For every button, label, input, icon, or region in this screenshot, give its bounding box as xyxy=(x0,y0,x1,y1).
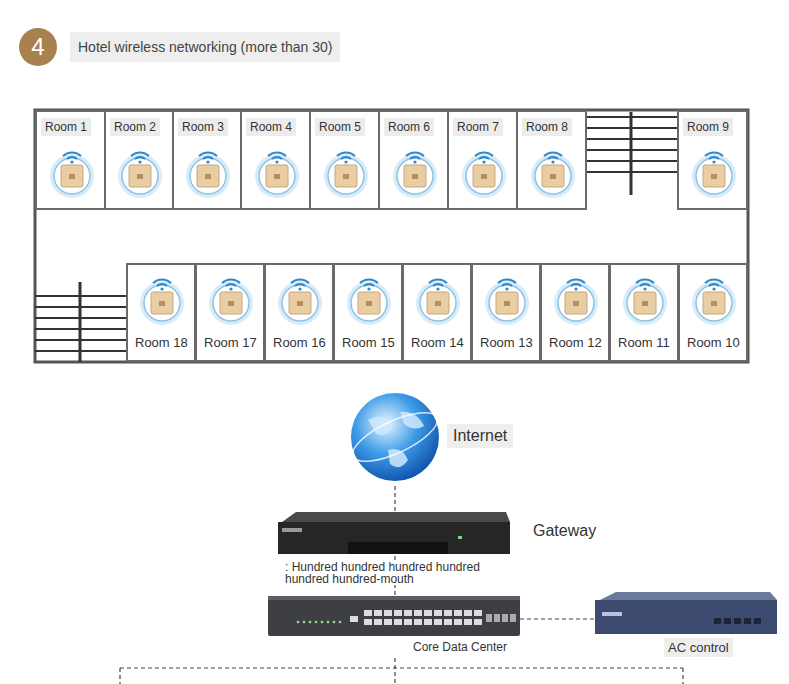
node-text: Room 7 xyxy=(453,118,503,136)
node-text: Room 16 xyxy=(269,333,330,352)
dashed-link xyxy=(520,618,594,619)
room-box: Room 7 xyxy=(447,110,518,210)
node-text: Room 14 xyxy=(407,333,468,352)
node-text: Room 9 xyxy=(683,118,733,136)
internet-device: Internet xyxy=(348,390,518,486)
room-box: Room 9 xyxy=(677,110,748,210)
node-text: Room 18 xyxy=(131,333,192,352)
room-box: Room 4 xyxy=(240,110,311,210)
node-text: Core Data Center xyxy=(413,640,507,654)
node-text: Room 13 xyxy=(476,333,537,352)
node-text: Room 4 xyxy=(246,118,296,136)
room-box: Room 2 xyxy=(104,110,174,210)
node-text: Room 6 xyxy=(384,118,434,136)
node-text: Room 11 xyxy=(614,333,674,352)
room-box: Room 8 xyxy=(516,110,587,210)
room-box: Room 11 xyxy=(609,263,679,362)
room-box: Room 5 xyxy=(309,110,380,210)
node-text: AC control xyxy=(664,638,733,657)
step-badge: 4 xyxy=(19,28,57,66)
room-box: Room 13 xyxy=(471,263,541,362)
room-box: Room 15 xyxy=(333,263,403,362)
title-text: Hotel wireless networking (more than 30) xyxy=(70,32,340,62)
switch-device: Core Data Center xyxy=(268,596,520,658)
room-box: Room 18 xyxy=(126,263,196,362)
dashed-link xyxy=(394,486,395,512)
room-box: Room 6 xyxy=(378,110,449,210)
room-box: Room 3 xyxy=(172,110,242,210)
room-box: Room 12 xyxy=(540,263,610,362)
node-text: Room 10 xyxy=(683,333,744,352)
node-text: Room 2 xyxy=(110,118,160,136)
node-text: Internet xyxy=(447,424,513,448)
room-box: Room 17 xyxy=(195,263,265,362)
node-text: Room 5 xyxy=(315,118,365,136)
room-box: Room 10 xyxy=(678,263,748,362)
room-box: Room 16 xyxy=(264,263,334,362)
node-text: Room 3 xyxy=(178,118,228,136)
room-box: Room 1 xyxy=(35,110,106,210)
ac-device: AC control xyxy=(594,590,780,660)
node-text: 4 xyxy=(19,28,57,66)
device-note: : Hundred hundred hundred hundred hundre… xyxy=(285,561,485,585)
room-box: Room 14 xyxy=(402,263,472,362)
node-text: Room 1 xyxy=(41,118,91,136)
node-text: Gateway xyxy=(533,522,596,540)
node-text: Room 15 xyxy=(338,333,399,352)
gateway-device: Gateway xyxy=(278,512,608,556)
node-text: Room 12 xyxy=(545,333,606,352)
node-text: Room 17 xyxy=(200,333,261,352)
node-text: Room 8 xyxy=(522,118,572,136)
